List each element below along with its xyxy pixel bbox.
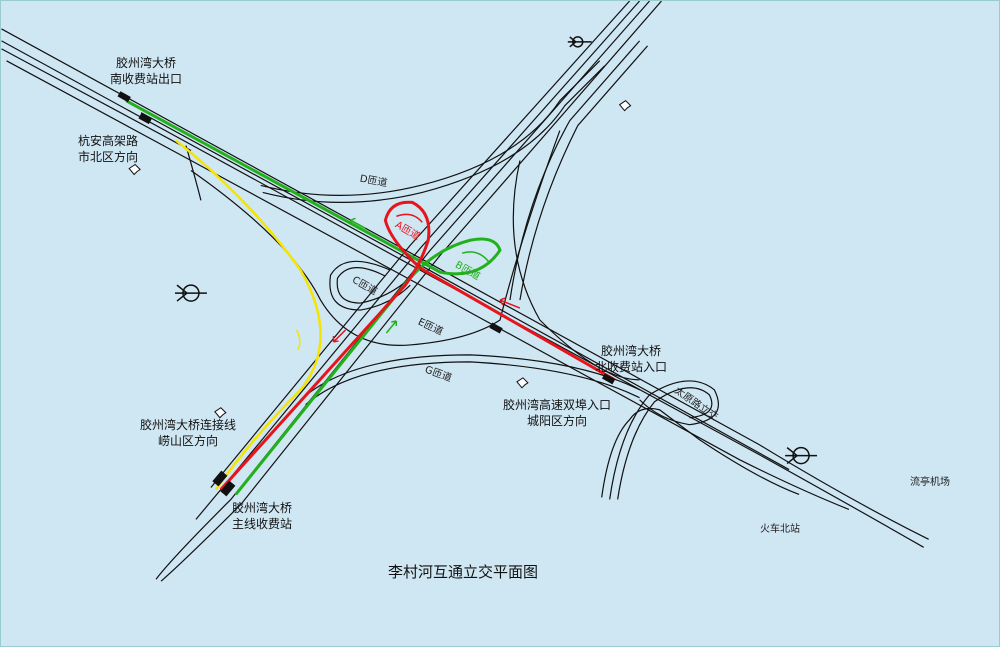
yellow-route [175,139,322,491]
label-line: 胶州湾大桥 [232,501,293,515]
label-line: 胶州湾高速双埠入口 [503,398,612,412]
label-line: 主线收费站 [232,517,293,531]
arrow-icon [385,320,398,334]
airplane-icon [567,36,592,48]
green-route [125,99,502,496]
label-line: 杭安高架路 [78,134,139,148]
arrow-icon [396,213,423,223]
arrow-icon [349,217,366,229]
label-line: 城阳区方向 [527,414,588,428]
ramp-g [300,354,640,401]
main-highway [1,28,929,540]
label-line: 胶州湾大桥 [601,344,662,358]
taiyuan-loop [609,380,719,500]
label-line: 市北区方向 [78,150,139,164]
red-route [219,200,616,491]
arrow-icon [461,251,490,263]
label-train-north: 火车北站 [760,524,800,535]
arrow-icon [332,329,347,343]
compass-icons [175,36,818,465]
label-south-toll-exit: 胶州湾大桥南收费站出口 [110,55,182,87]
map-title: 李村河互通立交平面图 [388,563,539,581]
label-shuangbu: 胶州湾高速双埠入口城阳区方向 [503,397,611,429]
label-north-toll-entry: 胶州湾大桥北收费站入口 [595,343,667,375]
toll-booths [117,91,616,497]
airplane-icon [785,446,818,465]
road-network [1,1,929,582]
label-line: 崂山区方向 [158,434,219,448]
arrow-icon [295,329,301,351]
airplane-icon [175,284,207,302]
direction-pointer-icons [128,100,632,419]
label-connector: 胶州湾大桥连接线崂山区方向 [140,417,236,449]
label-line: 南收费站出口 [110,72,183,86]
ramp-d [260,60,601,196]
direction-arrows [295,213,521,351]
label-airport: 流亭机场 [910,477,950,488]
label-hangan: 杭安高架路市北区方向 [78,133,138,165]
arrow-icon [499,297,521,309]
cross-highway [155,1,650,580]
label-main-toll: 胶州湾大桥主线收费站 [232,500,292,532]
ramp-c [329,260,411,311]
label-line: 胶州湾大桥 [116,56,177,70]
label-line: 胶州湾大桥连接线 [140,418,237,432]
label-line: 北收费站入口 [595,360,668,374]
